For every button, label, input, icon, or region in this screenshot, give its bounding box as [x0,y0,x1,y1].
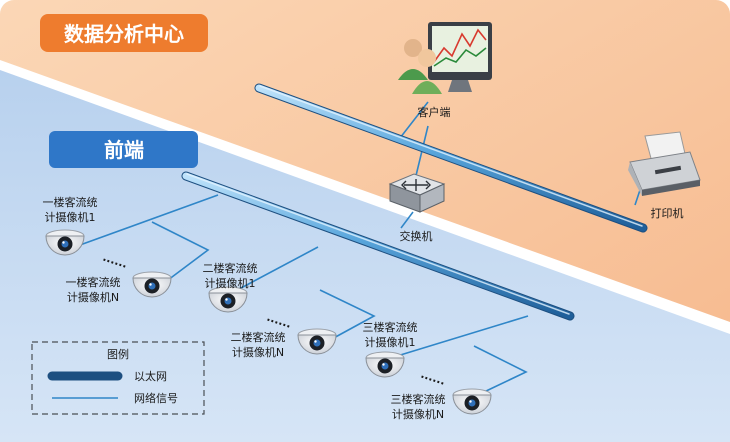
frontend-badge: 前端 [49,131,198,168]
f3-cam1-icon [365,351,405,378]
client-line [399,101,429,139]
f1-camN-icon [132,271,172,298]
signal-lines [79,101,641,393]
f2-cam1-label-line2: 计摄像机1 [205,276,256,290]
switch-label: 交换机 [400,229,433,243]
f3-camN-line [473,345,528,393]
camera-group [45,229,492,415]
data-center-title: 数据分析中心 [64,22,184,46]
switch-icon [388,173,446,213]
client-workstation-icon [398,22,492,94]
f3-camN-label-line1: 三楼客流统 [391,392,446,406]
frontend-title: 前端 [104,138,144,162]
f2-cam1-icon [208,286,248,313]
f2-camN-line [319,289,376,341]
f1-cam1-line [79,194,219,246]
legend-ethernet-label: 以太网 [134,370,167,383]
f2-camN-icon [297,328,337,355]
f2-cam1-label-line1: 二楼客流统 [203,261,258,275]
f3-cam1-label-line1: 三楼客流统 [363,320,418,334]
f2-camN-label-line1: 二楼客流统 [231,330,286,344]
f1-camN-label-line2: 计摄像机N [67,290,119,304]
f3-camN-icon [452,388,492,415]
top-ethernet-pipe [254,83,648,233]
printer-icon [628,131,701,196]
f3-cam1-label-line2: 计摄像机1 [365,335,416,349]
f1-camN-label-line1: 一楼客流统 [66,275,121,289]
legend-title: 图例 [107,347,129,361]
f3-camN-label-line2: 计摄像机N [392,407,444,421]
legend-signal-label: 网络信号 [134,391,178,405]
f2-camN-label-line2: 计摄像机N [232,345,284,359]
f1-cam1-label-line1: 一楼客流统 [43,195,98,209]
f3-cam1-line [383,315,529,361]
printer-line [634,189,641,206]
f2-cam1-line [225,246,319,297]
f1-camN-line [151,221,210,281]
data-center-badge: 数据分析中心 [40,14,208,52]
printer-label: 打印机 [651,206,684,220]
switch-downlink-line [400,211,414,229]
frontend-ethernet-pipe [181,171,575,321]
f1-cam1-icon [45,229,85,256]
client-label: 客户端 [418,105,451,119]
f1-cam1-label-line2: 计摄像机1 [45,210,96,224]
legend: 图例 以太网 网络信号 [31,341,205,415]
